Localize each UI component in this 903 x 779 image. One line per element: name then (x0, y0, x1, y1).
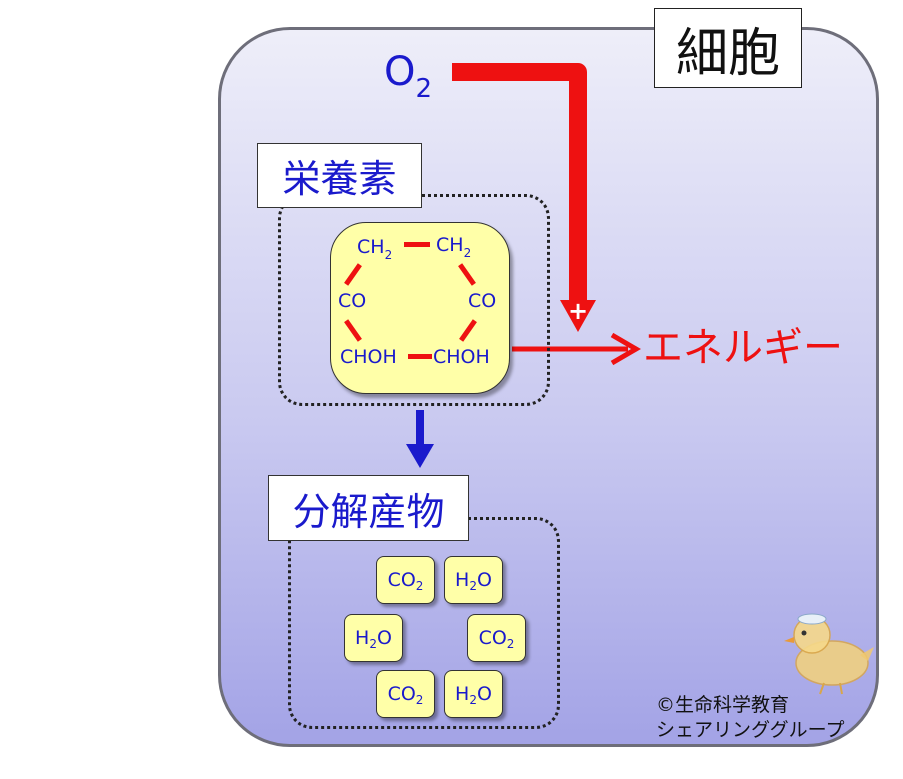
ring-atom: CH2 (357, 236, 393, 262)
oxygen-subscript: 2 (415, 74, 433, 104)
oxygen-symbol: O (384, 49, 416, 95)
nutrient-molecule (330, 222, 510, 394)
copyright-notice: ©生命科学教育 シェアリンググループ (656, 693, 844, 743)
chick-mascot-icon (784, 613, 874, 695)
cell-title: 細胞 (654, 8, 802, 88)
copyright-line2: シェアリンググループ (656, 719, 845, 741)
ring-atom: CO (468, 290, 497, 312)
ring-atom: CH2 (436, 234, 472, 260)
energy-label: エネルギー (643, 325, 843, 371)
ring-bond (408, 354, 432, 359)
oxygen-label: O2 (384, 49, 432, 102)
combine-plus-sign: + (568, 297, 589, 325)
ring-atom: CHOH (340, 346, 397, 368)
oxygen-arrow-head (560, 300, 596, 332)
copyright-line1: ©生命科学教育 (656, 694, 790, 716)
ring-bond (404, 242, 430, 247)
products-title: 分解産物 (268, 475, 469, 541)
energy-arrow-head (610, 332, 641, 366)
nutrient-title: 栄養素 (257, 143, 422, 208)
ring-atom: CO (338, 290, 367, 312)
ring-atom: CHOH (433, 346, 490, 368)
decompose-arrow-head (406, 444, 434, 468)
oxygen-arrow (452, 63, 587, 315)
